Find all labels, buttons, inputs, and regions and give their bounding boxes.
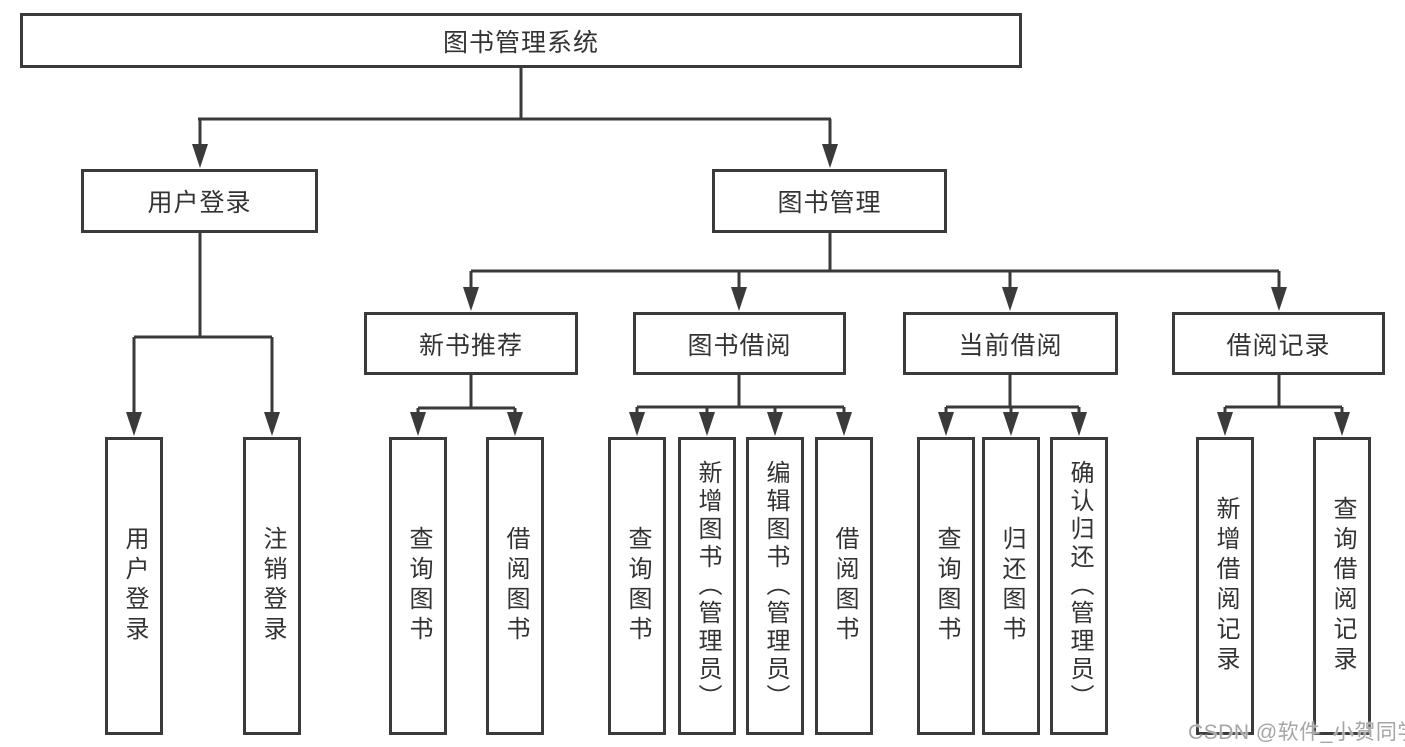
leaf-borrow-books-recommend: 借阅图书 [486,437,544,735]
arrowhead-icon [463,287,479,311]
node-book-borrow: 图书借阅 [633,312,846,375]
leaf-query-books-recommend: 查询图书 [389,437,447,735]
leaf-label: 借阅图书 [502,526,529,646]
arrowhead-icon [507,412,523,436]
leaf-edit-books-admin: 编辑图书（管理员） [746,437,804,735]
arrowhead-icon [1071,412,1087,436]
leaf-return-books: 归还图书 [982,437,1040,735]
arrowhead-icon [1002,287,1018,311]
node-book-management: 图书管理 [712,169,947,233]
leaf-label: 查询借阅记录 [1329,496,1356,676]
leaf-query-books-borrow: 查询图书 [608,437,666,735]
arrowhead-icon [126,412,142,436]
node-root-system: 图书管理系统 [20,13,1022,68]
arrowhead-icon [836,412,852,436]
leaf-add-borrow-record: 新增借阅记录 [1196,437,1254,735]
arrowhead-icon [1271,287,1287,311]
leaf-label: 新增图书（管理员） [694,460,721,712]
leaf-query-borrow-record: 查询借阅记录 [1313,437,1371,735]
leaf-label: 归还图书 [998,526,1025,646]
leaf-label: 新增借阅记录 [1212,496,1239,676]
node-user-login: 用户登录 [81,169,318,233]
leaf-logout: 注销登录 [243,437,301,735]
arrowhead-icon [1003,412,1019,436]
node-new-book-recommend: 新书推荐 [364,312,578,375]
arrowhead-icon [699,412,715,436]
leaf-add-books-admin: 新增图书（管理员） [678,437,736,735]
leaf-borrow-books: 借阅图书 [815,437,873,735]
arrowhead-icon [192,144,208,168]
arrowhead-icon [731,287,747,311]
leaf-query-books-current: 查询图书 [917,437,975,735]
leaf-label: 查询图书 [624,526,651,646]
arrowhead-icon [1334,412,1350,436]
arrowhead-icon [822,144,838,168]
csdn-watermark: CSDN @软件_小贺同学 [1188,721,1405,744]
leaf-label: 编辑图书（管理员） [762,460,789,712]
arrowhead-icon [938,412,954,436]
leaf-label: 注销登录 [259,526,286,646]
leaf-label: 借阅图书 [831,526,858,646]
arrowhead-icon [264,412,280,436]
leaf-confirm-return-admin: 确认归还（管理员） [1050,437,1108,735]
leaf-label: 确认归还（管理员） [1066,460,1093,712]
node-current-borrow: 当前借阅 [903,312,1118,375]
leaf-label: 查询图书 [405,526,432,646]
leaf-label: 用户登录 [121,526,148,646]
leaf-label: 查询图书 [933,526,960,646]
leaf-user-login: 用户登录 [105,437,163,735]
arrowhead-icon [410,412,426,436]
arrowhead-icon [629,412,645,436]
arrowhead-icon [1217,412,1233,436]
node-borrow-records: 借阅记录 [1172,312,1385,375]
arrowhead-icon [767,412,783,436]
